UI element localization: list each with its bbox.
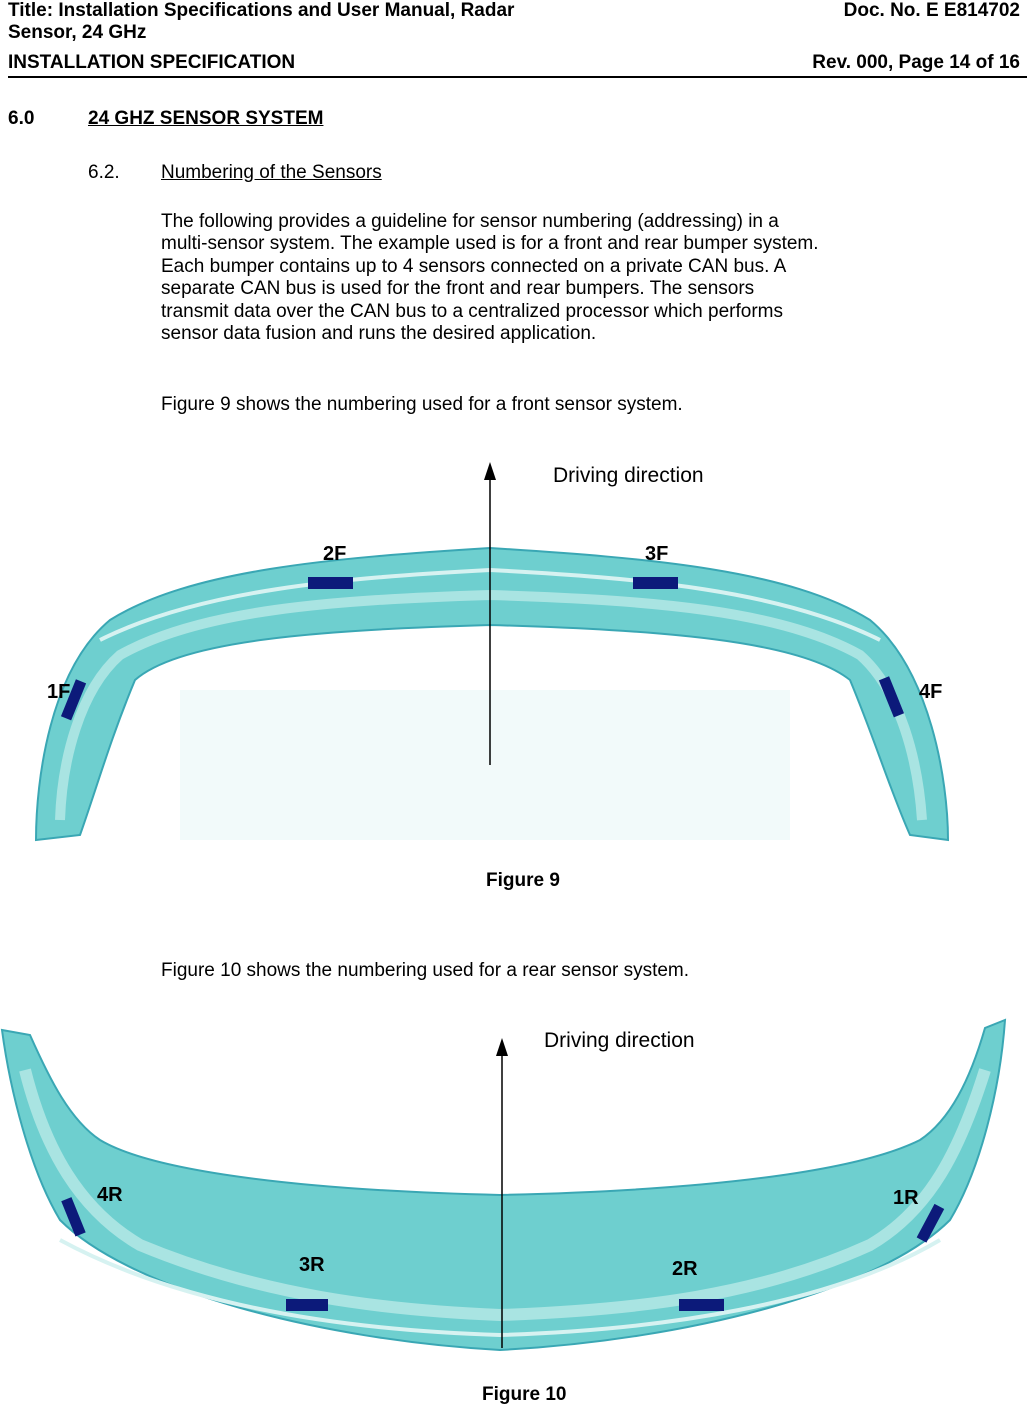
subsection-number: 6.2. bbox=[88, 162, 120, 183]
rear-bumper-panel bbox=[19, 1068, 991, 1322]
intro-line: Each bumper contains up to 4 sensors con… bbox=[161, 255, 787, 277]
rear-bumper-body bbox=[0, 1018, 1007, 1352]
sensor-label-1r: 1R bbox=[893, 1187, 919, 1209]
sensor-marker-4f bbox=[878, 676, 905, 718]
sensor-label-2r: 2R bbox=[672, 1258, 698, 1280]
sensor-marker-3f bbox=[633, 577, 678, 589]
figure9-caption: Figure 9 bbox=[486, 870, 560, 891]
front-direction-label: Driving direction bbox=[553, 464, 704, 487]
front-direction-arrowhead-icon bbox=[484, 462, 496, 480]
figure10-rear-bumper-diagram: Driving direction 4R 3R 2R 1R bbox=[0, 1018, 1007, 1352]
front-bumper-body bbox=[34, 546, 950, 842]
section-title: 24 GHZ SENSOR SYSTEM bbox=[88, 108, 324, 129]
sensor-label-4f: 4F bbox=[919, 681, 942, 703]
sensor-marker-1f bbox=[60, 679, 87, 721]
intro-line: The following provides a guideline for s… bbox=[161, 211, 779, 232]
sensor-label-2f: 2F bbox=[323, 543, 346, 565]
header-title-line2: Sensor, 24 GHz bbox=[8, 22, 147, 43]
header-section-label: INSTALLATION SPECIFICATION bbox=[8, 52, 296, 73]
subsection-title: Numbering of the Sensors bbox=[161, 162, 382, 183]
figure9-intro: Figure 9 shows the numbering used for a … bbox=[161, 394, 683, 415]
rear-direction-arrowhead-icon bbox=[496, 1038, 508, 1056]
sensor-label-4r: 4R bbox=[97, 1184, 123, 1206]
sensor-marker-2r bbox=[679, 1299, 724, 1311]
figure10-intro: Figure 10 shows the numbering used for a… bbox=[161, 960, 690, 981]
sensor-marker-2f bbox=[308, 577, 353, 589]
header-title-line1: Title: Installation Specifications and U… bbox=[8, 0, 515, 21]
intro-line: multi-sensor system. The example used is… bbox=[161, 233, 819, 255]
intro-line: separate CAN bus is used for the front a… bbox=[161, 278, 755, 300]
sensor-label-3f: 3F bbox=[645, 543, 668, 565]
sensor-marker-1r bbox=[916, 1203, 945, 1243]
sensor-label-1f: 1F bbox=[47, 681, 70, 703]
front-bumper-shadow bbox=[180, 690, 790, 840]
header-rule bbox=[8, 76, 1027, 78]
figure10-caption: Figure 10 bbox=[482, 1384, 567, 1405]
sensor-marker-4r bbox=[61, 1197, 86, 1237]
rear-bumper-highlight bbox=[59, 1238, 942, 1338]
header-rev-page: Rev. 000, Page 14 of 16 bbox=[812, 52, 1020, 73]
rear-direction-label: Driving direction bbox=[544, 1029, 695, 1052]
section-number: 6.0 bbox=[8, 108, 35, 129]
intro-line: sensor data fusion and runs the desired … bbox=[161, 323, 597, 345]
page-header: Title: Installation Specifications and U… bbox=[8, 0, 1027, 80]
intro-line: transmit data over the CAN bus to a cent… bbox=[161, 300, 783, 322]
sensor-marker-3r bbox=[286, 1299, 328, 1311]
figure9-front-bumper-diagram: Driving direction 1F 2F 3F 4F bbox=[34, 462, 950, 842]
intro-paragraph: The following provides a guideline for s… bbox=[161, 211, 961, 345]
header-doc-no: Doc. No. E E814702 bbox=[843, 0, 1020, 21]
sensor-label-3r: 3R bbox=[299, 1254, 325, 1276]
